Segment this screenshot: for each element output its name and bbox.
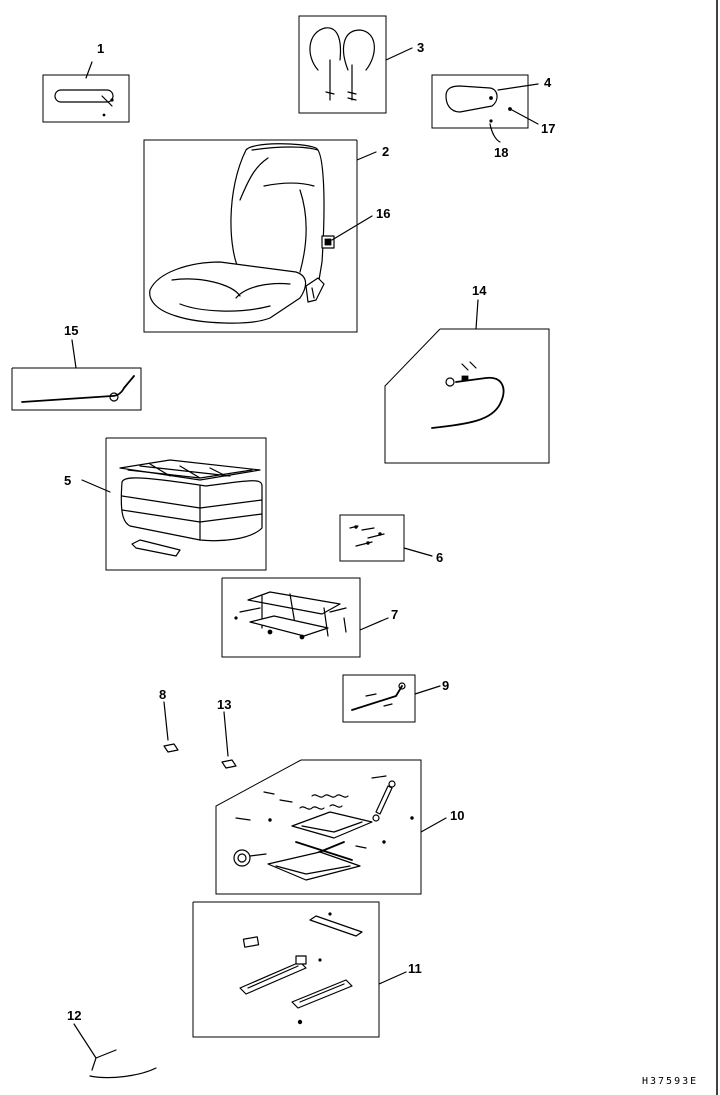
callout-14: 14 bbox=[472, 283, 487, 298]
part-3-headrest bbox=[298, 15, 413, 114]
part-6-hardware bbox=[339, 514, 433, 562]
part-7-seat-slide-frame bbox=[221, 577, 389, 658]
part-10-suspension-mechanism bbox=[215, 759, 447, 895]
callout-12: 12 bbox=[67, 1008, 81, 1023]
part-2-seat-assembly bbox=[143, 139, 377, 333]
callout-18: 18 bbox=[494, 145, 508, 160]
callout-17: 17 bbox=[541, 121, 555, 136]
callout-1: 1 bbox=[97, 41, 104, 56]
callout-15: 15 bbox=[64, 323, 78, 338]
callout-10: 10 bbox=[450, 808, 464, 823]
callout-6: 6 bbox=[436, 550, 443, 565]
part-4-armrest bbox=[431, 74, 539, 143]
part-12-cable bbox=[73, 1023, 157, 1079]
callout-2: 2 bbox=[382, 144, 389, 159]
callout-8: 8 bbox=[159, 687, 166, 702]
callout-7: 7 bbox=[391, 607, 398, 622]
part-14-wire-harness bbox=[384, 299, 550, 464]
callout-9: 9 bbox=[442, 678, 449, 693]
callout-labels: 1 2 3 4 5 6 7 8 9 10 11 12 13 14 15 16 1… bbox=[64, 40, 555, 1023]
callout-4: 4 bbox=[544, 75, 552, 90]
callout-5: 5 bbox=[64, 473, 71, 488]
drawing-reference-code: H37593E bbox=[642, 1076, 698, 1087]
callout-11: 11 bbox=[408, 961, 422, 976]
part-11-slide-rails bbox=[192, 901, 407, 1038]
callout-13: 13 bbox=[217, 697, 231, 712]
part-5-suspension-bellows bbox=[81, 437, 267, 571]
part-13-bumper bbox=[221, 711, 237, 769]
callout-3: 3 bbox=[417, 40, 424, 55]
part-1-armrest-kit bbox=[42, 61, 130, 123]
part-9-lever bbox=[342, 674, 441, 723]
callout-16: 16 bbox=[376, 206, 390, 221]
part-8-bumper bbox=[163, 701, 179, 753]
part-15-rod bbox=[11, 339, 142, 411]
